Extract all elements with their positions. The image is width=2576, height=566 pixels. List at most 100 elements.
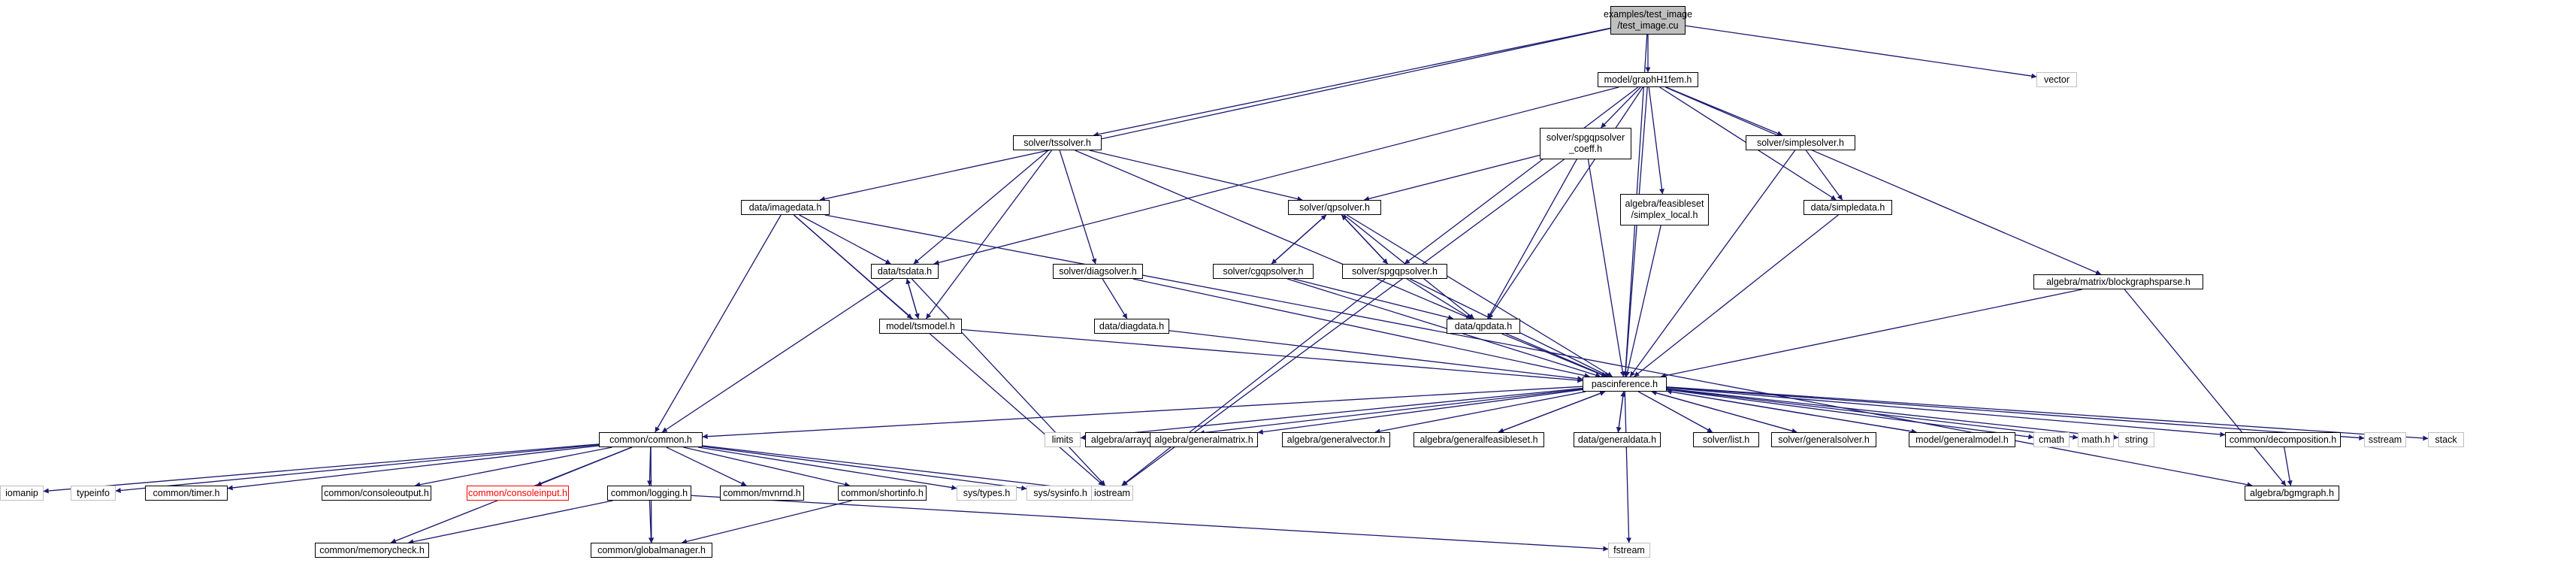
node-qpdata[interactable]: data/qpdata.h — [1447, 319, 1520, 334]
edge-cgqpsolver-to-qpsolver — [1271, 214, 1327, 265]
edge-cgqpsolver-to-pasc — [1286, 278, 1601, 378]
node-simplesolver[interactable]: solver/simplesolver.h — [1746, 135, 1855, 150]
node-common[interactable]: common/common.h — [599, 432, 703, 447]
edge-diagsolver-to-pasc — [1132, 278, 1590, 379]
edge-graph-to-blockgraph — [1665, 86, 2102, 275]
node-mvnrnd[interactable]: common/mvnrnd.h — [720, 486, 804, 501]
node-genfeas[interactable]: algebra/generalfeasibleset.h — [1413, 432, 1544, 447]
node-label: solver/list.h — [1702, 434, 1750, 445]
node-string: string — [2118, 432, 2154, 447]
node-label: /simplex_local.h — [1631, 210, 1698, 220]
edge-common-to-iomanip — [43, 443, 600, 494]
edge-common-to-mvnrnd — [666, 446, 747, 486]
edge-common-to-consoleout — [415, 446, 612, 488]
node-bgmgraph[interactable]: algebra/bgmgraph.h — [2245, 486, 2339, 501]
node-stack: stack — [2428, 432, 2464, 447]
edge-graph-to-simplexlocal — [1648, 86, 1664, 195]
node-pasc[interactable]: pascinference.h — [1583, 377, 1667, 392]
node-label: data/qpdata.h — [1454, 320, 1513, 331]
node-label: data/simpledata.h — [1810, 201, 1885, 213]
node-label: solver/tssolver.h — [1023, 137, 1091, 148]
node-logging[interactable]: common/logging.h — [607, 486, 691, 501]
node-diagsolver[interactable]: solver/diagsolver.h — [1053, 264, 1143, 279]
node-label: algebra/generalvector.h — [1286, 434, 1386, 445]
node-iomanip: iomanip — [0, 486, 44, 501]
node-qpsolver[interactable]: solver/qpsolver.h — [1288, 200, 1381, 215]
node-root: examples/test_image/test_image.cu — [1604, 6, 1692, 35]
edge-common-to-syssysinfo — [702, 446, 1027, 491]
edge-pasc-to-solverlist — [1637, 391, 1713, 433]
edge-spgqpsolver-to-qpsolver — [1341, 214, 1389, 265]
node-gendata[interactable]: data/generaldata.h — [1574, 432, 1661, 447]
edge-root-to-vector — [1685, 25, 2037, 79]
node-decomp[interactable]: common/decomposition.h — [2225, 432, 2341, 447]
node-label: solver/spgqpsolver.h — [1352, 265, 1438, 277]
node-systypes: sys/types.h — [957, 486, 1017, 501]
node-genmodel[interactable]: model/generalmodel.h — [1909, 432, 2015, 447]
node-diagdata[interactable]: data/diagdata.h — [1094, 319, 1169, 334]
node-imagedata[interactable]: data/imagedata.h — [741, 200, 830, 215]
node-label: common/consoleinput.h — [467, 487, 568, 498]
node-graph[interactable]: model/graphH1fem.h — [1598, 72, 1698, 87]
node-label: algebra/generalfeasibleset.h — [1420, 434, 1538, 445]
node-label: sstream — [2368, 434, 2402, 445]
edge-simplexlocal-to-pasc — [1625, 225, 1661, 377]
edge-genfeas-to-pasc — [1498, 391, 1606, 433]
edge-spggcoeff-to-pasc — [1587, 159, 1625, 377]
node-simplexlocal[interactable]: algebra/feasibleset/simplex_local.h — [1620, 194, 1709, 225]
edge-tsmodel-to-pasc — [961, 328, 1583, 383]
node-label: solver/diagsolver.h — [1059, 265, 1137, 277]
node-tssolver[interactable]: solver/tssolver.h — [1013, 135, 1102, 150]
edge-graph-to-pasc — [1622, 86, 1648, 377]
edge-imagedata-to-tsdata — [799, 214, 891, 265]
node-cmath: cmath — [2033, 432, 2070, 447]
node-label: limits — [1051, 434, 1074, 445]
node-simpledata[interactable]: data/simpledata.h — [1804, 200, 1892, 215]
edge-spggcoeff-to-qpdata — [1487, 159, 1577, 319]
node-tsmodel[interactable]: model/tsmodel.h — [879, 319, 962, 334]
node-label: /test_image.cu — [1617, 20, 1679, 31]
node-globalmgr[interactable]: common/globalmanager.h — [591, 543, 712, 558]
node-label: solver/qpsolver.h — [1299, 201, 1370, 213]
node-cgqpsolver[interactable]: solver/cgqpsolver.h — [1213, 264, 1314, 279]
node-label: solver/simplesolver.h — [1756, 137, 1844, 148]
node-label: common/shortinfo.h — [841, 487, 924, 498]
node-label: data/generaldata.h — [1577, 434, 1657, 445]
node-label: pascinference.h — [1591, 378, 1658, 389]
edge-graph-to-tsdata — [933, 86, 1619, 265]
node-blockgraph[interactable]: algebra/matrix/blockgraphsparse.h — [2033, 274, 2203, 289]
edge-gendata-to-pasc — [1617, 391, 1626, 433]
edge-pasc-to-limits — [1080, 387, 1583, 440]
node-label: algebra/generalmatrix.h — [1154, 434, 1253, 445]
edge-simplesolver-to-simpledata — [1805, 150, 1843, 201]
node-consolein: common/consoleinput.h — [467, 486, 569, 501]
edge-pasc-to-string — [1666, 388, 2119, 440]
node-shortinfo[interactable]: common/shortinfo.h — [838, 486, 927, 501]
node-label: data/diagdata.h — [1099, 320, 1165, 331]
node-label: iostream — [1094, 487, 1130, 498]
edge-pasc-to-mathh — [1666, 388, 2079, 440]
node-memcheck[interactable]: common/memorycheck.h — [315, 543, 429, 558]
node-limits: limits — [1045, 432, 1081, 447]
edge-graph-to-spgqpsolver — [1404, 86, 1639, 265]
node-consoleout[interactable]: common/consoleoutput.h — [322, 486, 431, 501]
edge-pasc-to-cmath — [1666, 389, 2034, 440]
edge-tssolver-to-diagsolver — [1059, 150, 1097, 265]
node-spggcoeff[interactable]: solver/spgqpsolver_coeff.h — [1540, 128, 1631, 159]
node-spgqpsolver[interactable]: solver/spgqpsolver.h — [1342, 264, 1447, 279]
node-label: common/consoleoutput.h — [324, 487, 429, 498]
node-sstream: sstream — [2364, 432, 2406, 447]
node-genmatrix[interactable]: algebra/generalmatrix.h — [1150, 432, 1258, 447]
node-label: common/memorycheck.h — [319, 544, 425, 555]
node-label: common/mvnrnd.h — [723, 487, 801, 498]
edge-tssolver-to-tsdata — [913, 150, 1049, 265]
node-tsdata[interactable]: data/tsdata.h — [871, 264, 939, 279]
edge-tsmodel-to-tsdata — [906, 278, 919, 319]
edge-blockgraph-to-pasc — [1660, 289, 2082, 379]
edge-tsdata-to-common — [661, 278, 894, 433]
node-solverlist[interactable]: solver/list.h — [1693, 432, 1759, 447]
node-gensolver[interactable]: solver/generalsolver.h — [1771, 432, 1876, 447]
node-genvector[interactable]: algebra/generalvector.h — [1282, 432, 1390, 447]
node-timer[interactable]: common/timer.h — [145, 486, 228, 501]
edge-graph-to-spggcoeff — [1601, 86, 1641, 129]
